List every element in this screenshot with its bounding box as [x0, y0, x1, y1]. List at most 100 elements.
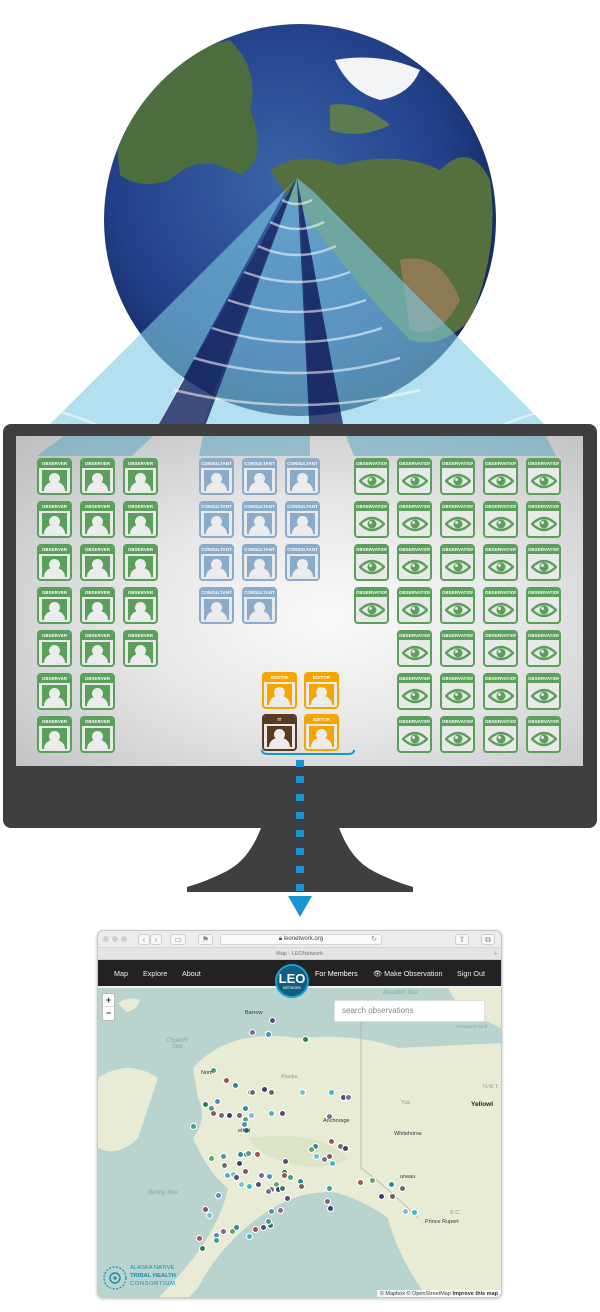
observation-marker[interactable] — [326, 1185, 333, 1192]
sidebar-toggle-icon[interactable]: ▭ — [170, 934, 186, 945]
observation-marker[interactable] — [298, 1183, 305, 1190]
attribution-text[interactable]: © Mapbox © OpenStreetMap — [379, 1291, 451, 1297]
observation-marker[interactable] — [226, 1112, 233, 1119]
nav-map[interactable]: Map — [114, 969, 128, 978]
nav-about[interactable]: About — [182, 969, 201, 978]
observation-marker[interactable] — [229, 1228, 236, 1235]
observation-marker[interactable] — [246, 1183, 253, 1190]
observation-marker[interactable] — [206, 1212, 213, 1219]
observation-marker[interactable] — [202, 1101, 209, 1108]
tab-title[interactable]: Map - LEONetwork — [276, 951, 323, 957]
maximize-window-button[interactable] — [121, 936, 127, 942]
observation-marker[interactable] — [202, 1206, 209, 1213]
observation-marker[interactable] — [221, 1162, 228, 1169]
zoom-out-button[interactable]: − — [105, 1008, 112, 1018]
observation-marker[interactable] — [210, 1110, 217, 1117]
observation-marker[interactable] — [328, 1089, 335, 1096]
back-button[interactable]: ‹ — [138, 934, 150, 945]
observation-marker[interactable] — [269, 1017, 276, 1024]
forward-button[interactable]: › — [150, 934, 162, 945]
observation-marker[interactable] — [218, 1112, 225, 1119]
observation-marker[interactable] — [236, 1112, 243, 1119]
observation-marker[interactable] — [268, 1110, 275, 1117]
share-icon[interactable]: ⇧ — [455, 934, 469, 945]
observation-marker[interactable] — [233, 1174, 240, 1181]
improve-map-link[interactable]: Improve this map — [452, 1291, 498, 1297]
observation-marker[interactable] — [313, 1153, 320, 1160]
observation-marker[interactable] — [277, 1207, 284, 1214]
observation-marker[interactable] — [328, 1138, 335, 1145]
observation-marker[interactable] — [232, 1082, 239, 1089]
observation-marker[interactable] — [246, 1233, 253, 1240]
observation-marker[interactable] — [243, 1127, 250, 1134]
observation-marker[interactable] — [260, 1224, 267, 1231]
observation-marker[interactable] — [242, 1168, 249, 1175]
observation-marker[interactable] — [284, 1195, 291, 1202]
observation-marker[interactable] — [378, 1193, 385, 1200]
observation-marker[interactable] — [324, 1198, 331, 1205]
observation-marker[interactable] — [327, 1205, 334, 1212]
observation-marker[interactable] — [236, 1160, 243, 1167]
observation-marker[interactable] — [266, 1173, 273, 1180]
bookmark-flag-icon[interactable]: ⚑ — [198, 934, 213, 945]
url-bar[interactable]: 🔒︎ leonetwork.org ↻ — [220, 934, 382, 945]
observation-marker[interactable] — [308, 1146, 315, 1153]
observation-marker[interactable] — [242, 1105, 249, 1112]
observation-marker[interactable] — [245, 1150, 252, 1157]
leo-network-logo[interactable]: LEO NETWORK — [275, 964, 309, 998]
observation-marker[interactable] — [302, 1036, 309, 1043]
observation-marker[interactable] — [261, 1086, 268, 1093]
observation-marker[interactable] — [268, 1089, 275, 1096]
observation-marker[interactable] — [214, 1098, 221, 1105]
minimize-window-button[interactable] — [112, 936, 118, 942]
observation-marker[interactable] — [215, 1192, 222, 1199]
observation-marker[interactable] — [329, 1160, 336, 1167]
nav-explore[interactable]: Explore — [143, 969, 168, 978]
zoom-in-button[interactable]: + — [103, 994, 114, 1007]
observation-marker[interactable] — [345, 1094, 352, 1101]
observation-marker[interactable] — [210, 1067, 217, 1074]
tabs-overview-icon[interactable]: ⧉ — [481, 934, 495, 945]
observation-marker[interactable] — [233, 1224, 240, 1231]
observation-marker[interactable] — [342, 1145, 349, 1152]
observation-marker[interactable] — [281, 1172, 288, 1179]
observation-marker[interactable] — [258, 1172, 265, 1179]
observation-marker[interactable] — [265, 1218, 272, 1225]
observation-marker[interactable] — [249, 1029, 256, 1036]
observation-marker[interactable] — [321, 1156, 328, 1163]
observation-marker[interactable] — [265, 1188, 272, 1195]
observation-marker[interactable] — [208, 1155, 215, 1162]
reload-icon[interactable]: ↻ — [371, 936, 377, 943]
nav-make-observation[interactable]: 👁︎ Make Observation — [373, 969, 442, 978]
observation-marker[interactable] — [268, 1208, 275, 1215]
observation-marker[interactable] — [190, 1123, 197, 1130]
observation-marker[interactable] — [402, 1208, 409, 1215]
search-observations-input[interactable]: search observations — [334, 1000, 485, 1022]
observation-marker[interactable] — [265, 1031, 272, 1038]
observation-marker[interactable] — [220, 1228, 227, 1235]
observation-map[interactable]: + − search observations Barrow Nom Alask… — [98, 988, 501, 1297]
observation-marker[interactable] — [287, 1174, 294, 1181]
observation-marker[interactable] — [237, 1151, 244, 1158]
close-window-button[interactable] — [103, 936, 109, 942]
nav-for-members[interactable]: For Members — [315, 969, 358, 978]
observation-marker[interactable] — [238, 1181, 245, 1188]
observation-marker[interactable] — [248, 1112, 255, 1119]
observation-marker[interactable] — [388, 1181, 395, 1188]
observation-marker[interactable] — [249, 1089, 256, 1096]
observation-marker[interactable] — [279, 1185, 286, 1192]
observation-marker[interactable] — [254, 1151, 261, 1158]
observation-marker[interactable] — [224, 1172, 231, 1179]
observation-marker[interactable] — [369, 1177, 376, 1184]
observation-marker[interactable] — [220, 1153, 227, 1160]
observation-marker[interactable] — [255, 1181, 262, 1188]
observation-marker[interactable] — [279, 1110, 286, 1117]
observation-marker[interactable] — [326, 1113, 333, 1120]
observation-marker[interactable] — [282, 1158, 289, 1165]
observation-marker[interactable] — [411, 1209, 418, 1216]
observation-marker[interactable] — [357, 1179, 364, 1186]
observation-marker[interactable] — [252, 1226, 259, 1233]
observation-marker[interactable] — [299, 1089, 306, 1096]
new-tab-button[interactable]: + — [493, 949, 498, 958]
observation-marker[interactable] — [399, 1185, 406, 1192]
